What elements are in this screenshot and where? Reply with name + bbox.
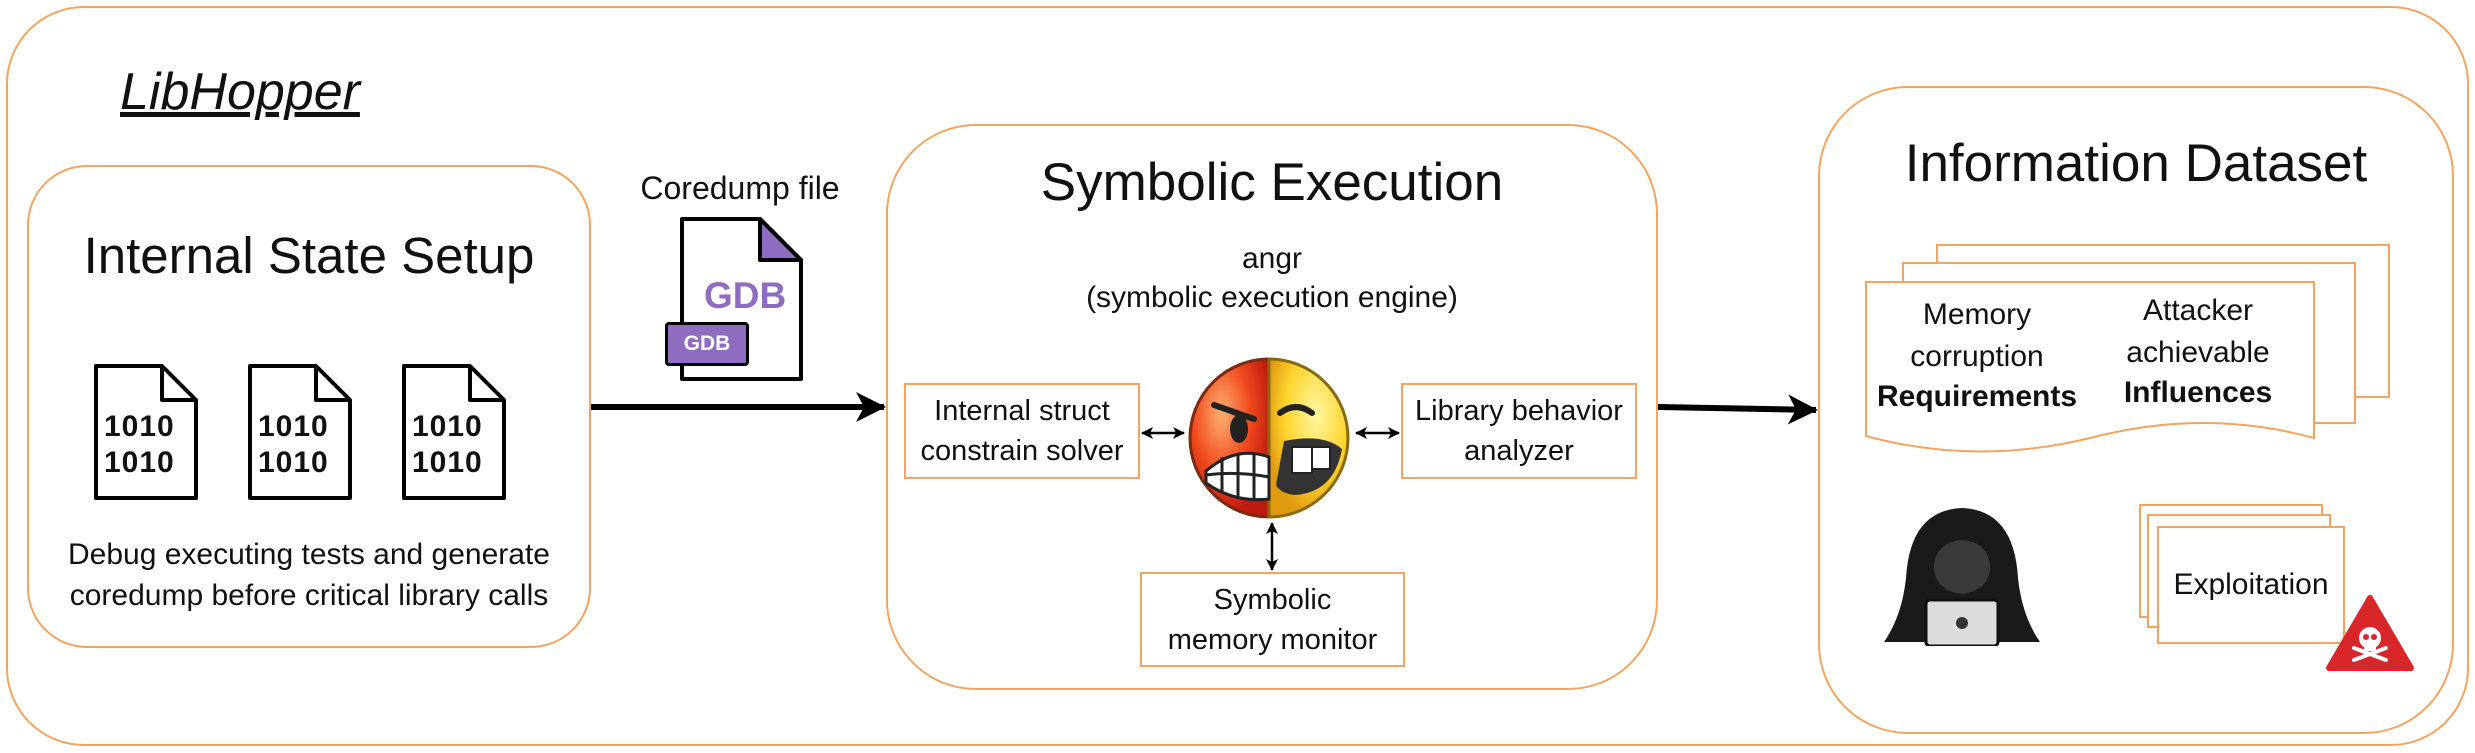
binary-digits-top: 1010 bbox=[258, 410, 329, 443]
analyzer-line2: analyzer bbox=[1464, 435, 1574, 467]
binary-file-icon: 1010 1010 bbox=[400, 362, 508, 502]
gdb-file-icon: GDB GDB bbox=[660, 215, 806, 385]
setup-caption-line2: coredump before critical library calls bbox=[69, 579, 549, 612]
memory-line2: corruption bbox=[1910, 340, 2044, 373]
memory-line1: Memory bbox=[1922, 298, 2032, 331]
libhopper-title: LibHopper bbox=[120, 63, 360, 121]
binary-digits-top: 1010 bbox=[412, 410, 483, 443]
exploitation-label: Exploitation bbox=[2173, 568, 2329, 601]
attacker-line1: Attacker bbox=[2142, 294, 2254, 327]
angr-description: (symbolic execution engine) bbox=[1086, 281, 1458, 314]
angr-label: angr bbox=[1241, 242, 1303, 275]
binary-file-icon: 1010 1010 bbox=[92, 362, 200, 502]
hacker-icon bbox=[1882, 506, 2042, 646]
angry-grin-face-icon bbox=[1184, 353, 1354, 523]
analyzer-line1: Library behavior bbox=[1415, 395, 1623, 427]
skull-warning-icon bbox=[2326, 594, 2414, 672]
monitor-line2: memory monitor bbox=[1167, 623, 1378, 656]
internal-struct-constrain-solver-box: Internal struct constrain solver bbox=[904, 383, 1140, 479]
binary-digits-bottom: 1010 bbox=[412, 446, 483, 479]
binary-digits-top: 1010 bbox=[104, 410, 175, 443]
binary-file-icon: 1010 1010 bbox=[246, 362, 354, 502]
gdb-large-text: GDB bbox=[704, 275, 787, 316]
attacker-influences: Influences bbox=[2123, 376, 2273, 409]
library-behavior-analyzer-box: Library behavior analyzer bbox=[1401, 383, 1637, 479]
memory-requirements: Requirements bbox=[1876, 380, 2078, 413]
internal-state-setup-title: Internal State Setup bbox=[83, 227, 535, 284]
symbolic-memory-monitor-box: Symbolic memory monitor bbox=[1140, 572, 1405, 667]
symbolic-execution-title: Symbolic Execution bbox=[1040, 153, 1504, 212]
setup-caption-line1: Debug executing tests and generate bbox=[67, 538, 550, 571]
exploitation-card: Exploitation bbox=[2157, 526, 2345, 644]
stacked-document-front bbox=[1864, 280, 2316, 458]
attacker-line2: achievable bbox=[2126, 336, 2270, 369]
gdb-badge: GDB bbox=[665, 322, 749, 366]
solver-line1: Internal struct bbox=[934, 395, 1110, 427]
solver-line2: constrain solver bbox=[920, 435, 1124, 467]
binary-digits-bottom: 1010 bbox=[104, 446, 175, 479]
monitor-line1: Symbolic bbox=[1213, 583, 1332, 616]
binary-digits-bottom: 1010 bbox=[258, 446, 329, 479]
coredump-label: Coredump file bbox=[640, 170, 840, 206]
information-dataset-title: Information Dataset bbox=[1904, 134, 2368, 193]
